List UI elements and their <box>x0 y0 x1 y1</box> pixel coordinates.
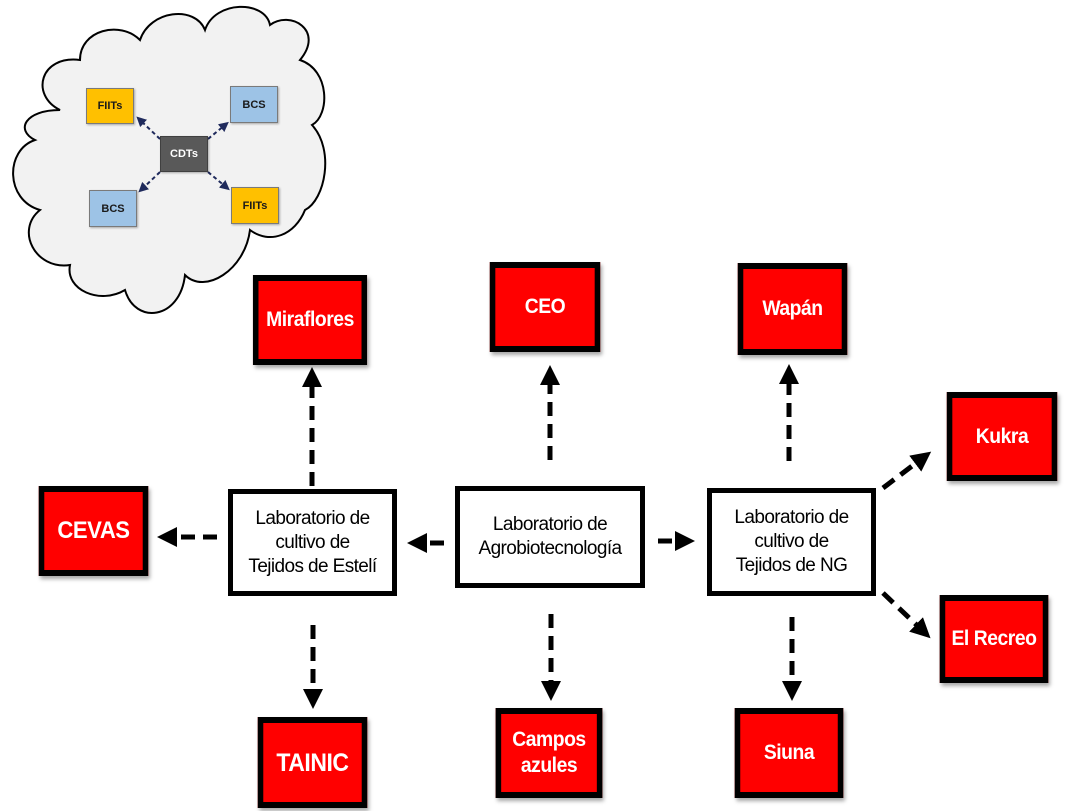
main-arrows <box>157 364 932 709</box>
arrow-cdts-to-bcs-top-right <box>207 121 229 140</box>
cloud-node-label: BCS <box>242 98 266 111</box>
cloud-node-label: BCS <box>101 202 125 215</box>
cloud-node-fiits-bottom-right: FIITs <box>231 187 279 224</box>
arrow-cdts-to-fiits-bottom-right <box>207 171 230 191</box>
site-label: El Recreo <box>951 627 1037 650</box>
cloud-node-label: FIITs <box>242 199 268 212</box>
lab-agro-line1: Laboratorio de <box>492 514 608 535</box>
site-siuna: Siuna <box>734 708 844 798</box>
site-label: TAINIC <box>276 748 349 777</box>
site-label: Miraflores <box>266 308 354 331</box>
lab-ng-line1: Laboratorio de <box>734 507 849 528</box>
lab-esteli-line1: Laboratorio de <box>255 507 370 529</box>
site-label-line1: Campos <box>512 728 586 751</box>
lab-esteli: Laboratorio de cultivo de Tejidos de Est… <box>228 489 397 596</box>
lab-agro-line2: Agrobiotecnología <box>478 538 623 559</box>
site-cevas: CEVAS <box>38 486 149 576</box>
cloud-node-cdts: CDTs <box>160 136 208 172</box>
site-miraflores: Miraflores <box>252 275 368 365</box>
site-label: Siuna <box>763 741 815 764</box>
lab-ng: Laboratorio de cultivo de Tejidos de NG <box>707 488 876 596</box>
arrow-cdts-to-fiits-top-left <box>136 116 161 140</box>
site-campos-azules: Campos azules <box>495 708 603 798</box>
lab-ng-line3: Tejidos de NG <box>735 555 848 576</box>
cloud-arrows <box>136 116 230 193</box>
site-label: Wapán <box>762 297 823 320</box>
site-label: Kukra <box>975 424 1029 448</box>
cloud-node-bcs-bottom-left: BCS <box>89 190 137 227</box>
site-label: CEO <box>524 295 566 318</box>
cloud-node-label: FIITs <box>97 100 123 112</box>
site-el-recreo: El Recreo <box>939 595 1049 683</box>
cloud-node-fiits-top-left: FIITs <box>86 88 134 124</box>
arrow-ng-to-recreo <box>881 591 931 639</box>
arrow-ng-to-kukra <box>881 451 932 490</box>
lab-ng-line2: cultivo de <box>754 531 829 552</box>
site-tainic: TAINIC <box>257 717 368 808</box>
cloud-node-bcs-top-right: BCS <box>230 86 278 123</box>
site-kukra: Kukra <box>946 392 1058 481</box>
site-ceo: CEO <box>489 262 601 352</box>
cloud-node-label: CDTs <box>170 148 198 160</box>
lab-esteli-line3: Tejidos de Estelí <box>248 555 377 577</box>
lab-agrobiotecnologia: Laboratorio de Agrobiotecnología <box>455 486 645 588</box>
site-wapan: Wapán <box>737 263 848 355</box>
site-label: CEVAS <box>57 517 130 544</box>
lab-esteli-line2: cultivo de <box>275 531 350 553</box>
site-label-line2: azules <box>520 754 578 777</box>
